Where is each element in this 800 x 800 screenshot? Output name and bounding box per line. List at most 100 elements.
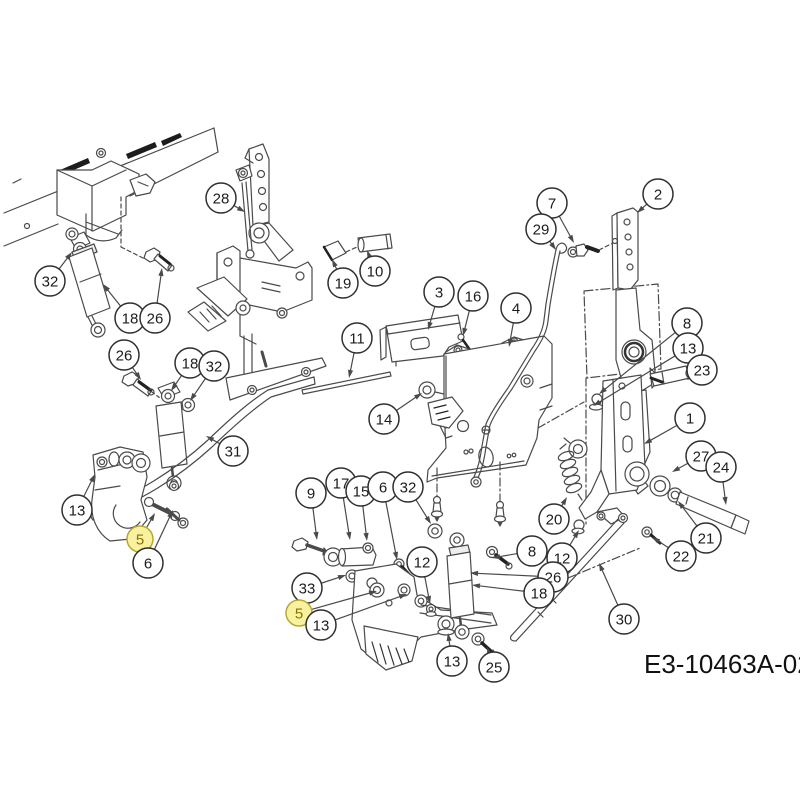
callout-circle[interactable] (526, 214, 556, 244)
callout-13[interactable]: 13 (62, 474, 95, 525)
callout-label: 30 (616, 611, 633, 628)
callout-arrowhead (332, 259, 338, 268)
callout-4[interactable]: 4 (501, 293, 531, 347)
callout-circle[interactable] (539, 504, 569, 534)
callout-circle[interactable] (360, 256, 390, 286)
drawing-primitive (645, 530, 649, 534)
drawing-primitive (241, 171, 245, 175)
callout-32[interactable]: 32 (35, 252, 72, 296)
callout-circle[interactable] (643, 179, 673, 209)
callout-circle[interactable] (62, 495, 92, 525)
callout-12[interactable]: 12 (407, 547, 437, 604)
callout-11[interactable]: 11 (342, 323, 372, 378)
callout-3[interactable]: 3 (424, 277, 454, 330)
callout-20[interactable]: 20 (539, 497, 569, 534)
drawing-primitive (459, 629, 465, 635)
callout-label: 13 (69, 502, 86, 519)
callout-circle[interactable] (706, 452, 736, 482)
callout-33[interactable]: 33 (292, 573, 346, 603)
callout-circle[interactable] (517, 536, 547, 566)
callout-circle[interactable] (501, 293, 531, 323)
callout-label: 29 (533, 221, 550, 238)
callout-10[interactable]: 10 (360, 250, 390, 286)
callout-leader (193, 378, 205, 396)
callout-circle[interactable] (687, 355, 717, 385)
callout-21[interactable]: 21 (678, 501, 721, 553)
callout-13[interactable]: 13 (437, 633, 467, 676)
callout-2[interactable]: 2 (637, 179, 673, 213)
callout-circle[interactable] (109, 340, 139, 370)
callout-14[interactable]: 14 (369, 393, 422, 434)
callout-circle[interactable] (424, 277, 454, 307)
callout-circle[interactable] (458, 281, 488, 311)
callout-26[interactable]: 26 (109, 340, 141, 380)
callout-16[interactable]: 16 (458, 281, 488, 336)
callout-18[interactable]: 18 (472, 578, 554, 608)
callout-label: 13 (680, 340, 697, 357)
drawing-primitive (258, 171, 265, 178)
callout-arrowhead (134, 371, 141, 380)
drawing-primitive (621, 516, 625, 520)
callout-arrowhead (392, 551, 399, 560)
callout-8[interactable]: 8 (492, 536, 547, 566)
callout-circle[interactable] (437, 646, 467, 676)
callout-circle[interactable] (369, 404, 399, 434)
callout-circle[interactable] (133, 548, 163, 578)
callout-leader (510, 323, 513, 341)
callout-1[interactable]: 1 (644, 403, 705, 444)
lever-28-assembly (188, 144, 326, 400)
callout-circle[interactable] (199, 351, 229, 381)
callout-26[interactable]: 26 (140, 268, 170, 333)
callout-18[interactable]: 18 (103, 284, 145, 333)
callout-circle[interactable] (675, 403, 705, 433)
callout-28[interactable]: 28 (206, 183, 245, 213)
callout-circle[interactable] (140, 303, 170, 333)
drawing-primitive (181, 521, 186, 526)
callout-circle[interactable] (691, 523, 721, 553)
callout-circle[interactable] (342, 323, 372, 353)
callout-5[interactable]: 5 (286, 590, 377, 626)
callout-29[interactable]: 29 (526, 214, 556, 250)
callout-circle[interactable] (666, 541, 696, 571)
drawing-primitive (511, 636, 516, 641)
drawing-primitive (88, 316, 96, 325)
callout-label: 11 (349, 330, 365, 347)
callout-circle[interactable] (407, 547, 437, 577)
drawing-primitive (277, 308, 287, 318)
drawing-primitive (569, 440, 587, 458)
callout-25[interactable]: 25 (479, 647, 509, 682)
callout-circle[interactable] (524, 578, 554, 608)
callout-24[interactable]: 24 (706, 452, 736, 505)
callout-circle[interactable] (206, 183, 236, 213)
callout-13[interactable]: 13 (593, 333, 703, 406)
callout-31[interactable]: 31 (206, 436, 248, 466)
drawing-primitive (188, 302, 226, 331)
callout-circle[interactable] (296, 478, 326, 508)
callout-circle[interactable] (328, 268, 358, 298)
drawing-primitive (250, 388, 254, 392)
callout-circle[interactable] (609, 604, 639, 634)
callout-circle[interactable] (479, 652, 509, 682)
callout-23[interactable]: 23 (687, 355, 717, 385)
callout-arrowhead (103, 284, 111, 292)
callout-30[interactable]: 30 (599, 563, 639, 634)
callout-22[interactable]: 22 (652, 537, 696, 571)
callout-19[interactable]: 19 (328, 259, 358, 298)
callout-arrowhead (462, 327, 468, 336)
callout-18[interactable]: 18 (171, 348, 205, 391)
drawing-primitive (571, 250, 576, 255)
callout-circle[interactable] (306, 610, 336, 640)
callout-32[interactable]: 32 (190, 351, 229, 401)
callout-circle[interactable] (218, 436, 248, 466)
callout-7[interactable]: 7 (537, 188, 574, 243)
drawing-primitive (418, 598, 424, 604)
callout-32[interactable]: 32 (393, 472, 431, 524)
callout-circle[interactable] (393, 472, 423, 502)
callout-6[interactable]: 6 (133, 510, 173, 578)
callout-circle[interactable] (35, 266, 65, 296)
callout-9[interactable]: 9 (296, 478, 326, 540)
callout-8[interactable]: 8 (599, 308, 702, 394)
drawing-primitive (599, 243, 613, 250)
callout-label: 18 (182, 355, 199, 372)
callout-13[interactable]: 13 (306, 594, 407, 640)
